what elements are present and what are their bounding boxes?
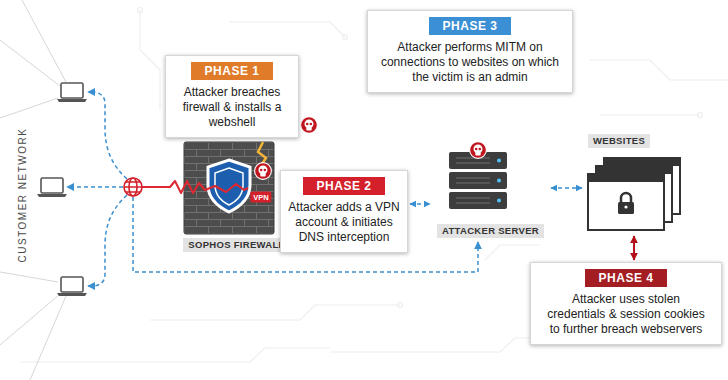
circuit-background xyxy=(343,35,348,40)
globe-icon xyxy=(124,178,142,196)
icon-group: ATTACKER SERVER xyxy=(432,142,549,238)
attack-path xyxy=(142,181,248,193)
website-windows-icon xyxy=(618,202,634,214)
dashed-link xyxy=(67,186,123,188)
laptop-icon xyxy=(57,293,87,296)
server-icon xyxy=(456,178,490,183)
dashed-link xyxy=(88,195,127,286)
website-windows-icon xyxy=(588,174,664,182)
server-icon xyxy=(456,198,490,203)
connector xyxy=(551,187,582,189)
network-lines xyxy=(0,40,60,86)
firewall-icon xyxy=(184,142,274,234)
network-lines xyxy=(0,98,58,118)
server-icon xyxy=(449,192,507,209)
phase-description: Attacker performs MITM on connections to… xyxy=(375,40,565,85)
phase-heading: PHASE 2 xyxy=(303,177,386,195)
globe-icon xyxy=(124,178,142,196)
server-icon xyxy=(497,159,501,163)
phase-heading: PHASE 1 xyxy=(191,62,274,80)
skull-icon xyxy=(470,142,487,159)
circuit-background xyxy=(138,8,143,13)
server-icon xyxy=(449,152,507,209)
website-windows-icon xyxy=(588,158,680,230)
phase-description: Attacker breaches firewall & installs a … xyxy=(174,85,290,130)
network-lines xyxy=(0,294,60,345)
website-windows-icon xyxy=(621,193,631,203)
server-icon xyxy=(449,172,507,189)
laptop-icon xyxy=(37,194,67,197)
side-label: CUSTOMER NETWORK xyxy=(17,128,28,263)
icon-caption: SOPHOS FIREWALL xyxy=(183,238,289,252)
laptop-icon xyxy=(57,83,87,102)
phase-box: PHASE 4 Attacker uses stolen credentials … xyxy=(530,262,722,345)
phase-box: PHASE 1 Attacker breaches firewall & inst… xyxy=(165,55,299,138)
laptop-icon xyxy=(41,178,63,193)
skull-icon xyxy=(255,163,272,180)
circuit-background xyxy=(398,303,403,308)
attack-path xyxy=(142,181,248,193)
circuit-background xyxy=(590,60,728,80)
connector xyxy=(633,236,635,260)
connector-group xyxy=(410,188,634,260)
phase-box: PHASE 2 Attacker adds a VPN account & ini… xyxy=(280,170,408,253)
circuit-background xyxy=(230,22,345,37)
laptop-icon xyxy=(57,277,87,296)
icon-group: SOPHOS FIREWALL xyxy=(178,138,295,252)
circuit-background xyxy=(600,114,700,115)
laptop-icon xyxy=(61,83,83,98)
circuit-background xyxy=(150,305,400,320)
icon-group: WEBSITES xyxy=(584,134,684,234)
phase-heading: PHASE 4 xyxy=(585,269,668,287)
tag-label: VPN xyxy=(250,192,271,203)
website-windows-icon xyxy=(624,205,627,208)
website-windows-icon xyxy=(596,166,672,174)
website-windows-icon xyxy=(588,174,664,230)
server-icon xyxy=(497,199,501,203)
network-lines xyxy=(0,0,66,380)
phase-description: Attacker uses stolen credentials & sessi… xyxy=(546,292,706,337)
phase-description: Attacker adds a VPN account & initiates … xyxy=(286,200,402,245)
circuit-background xyxy=(140,10,160,110)
globe-icon xyxy=(124,182,142,192)
firewall-icon xyxy=(184,142,274,234)
network-lines xyxy=(0,272,58,282)
skull-icon xyxy=(301,117,318,134)
laptop-icon xyxy=(37,178,67,197)
server-icon xyxy=(497,179,501,183)
circuit-background xyxy=(20,348,330,362)
network-lines xyxy=(30,296,66,380)
website-windows-icon xyxy=(604,158,680,166)
phase-box: PHASE 3 Attacker performs MITM on connect… xyxy=(367,10,573,93)
dashed-link xyxy=(88,92,127,179)
circuit-background xyxy=(485,245,540,260)
laptop-icon xyxy=(61,277,83,292)
circuit-background xyxy=(20,8,728,363)
icon-caption: WEBSITES xyxy=(588,134,650,148)
icon-caption: ATTACKER SERVER xyxy=(437,224,544,238)
phase-heading: PHASE 3 xyxy=(429,17,512,35)
circuit-background xyxy=(698,113,703,118)
network-lines xyxy=(22,0,66,82)
connector xyxy=(410,203,430,205)
laptop-icon xyxy=(57,99,87,102)
server-icon xyxy=(456,158,490,163)
